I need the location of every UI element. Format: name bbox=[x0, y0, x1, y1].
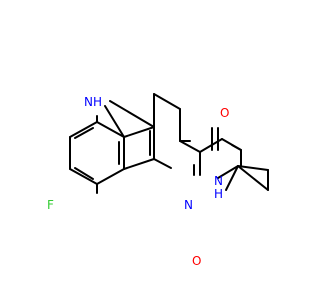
ring-nitrogen-label: N bbox=[184, 198, 193, 212]
bond bbox=[96, 168, 125, 185]
bond bbox=[153, 158, 172, 169]
bond bbox=[109, 100, 155, 128]
ketone-oxygen-label: O bbox=[192, 254, 201, 268]
amide-nh-h-label: H bbox=[214, 187, 223, 201]
bond bbox=[153, 93, 181, 110]
bond bbox=[69, 121, 98, 138]
bond bbox=[69, 168, 98, 185]
bond bbox=[123, 158, 155, 170]
indole-nh-h-label: H bbox=[93, 95, 102, 109]
bond bbox=[237, 165, 269, 191]
amide-oxygen-label: O bbox=[220, 106, 229, 120]
bond bbox=[179, 140, 201, 153]
bond bbox=[96, 121, 125, 138]
bond bbox=[237, 165, 269, 171]
bond bbox=[104, 105, 125, 138]
molecule-diagram: N H F N O O N H bbox=[47, 93, 269, 268]
bond bbox=[123, 126, 155, 138]
structure-canvas: N H F N O O N H bbox=[47, 93, 269, 268]
amide-nh-label: N bbox=[214, 174, 223, 188]
bond bbox=[225, 165, 239, 191]
indole-nh-label: N bbox=[84, 95, 93, 109]
bond bbox=[231, 144, 242, 151]
bond bbox=[74, 127, 94, 139]
bond bbox=[74, 167, 94, 180]
bond bbox=[217, 165, 239, 179]
fluorine-label: F bbox=[47, 198, 54, 212]
